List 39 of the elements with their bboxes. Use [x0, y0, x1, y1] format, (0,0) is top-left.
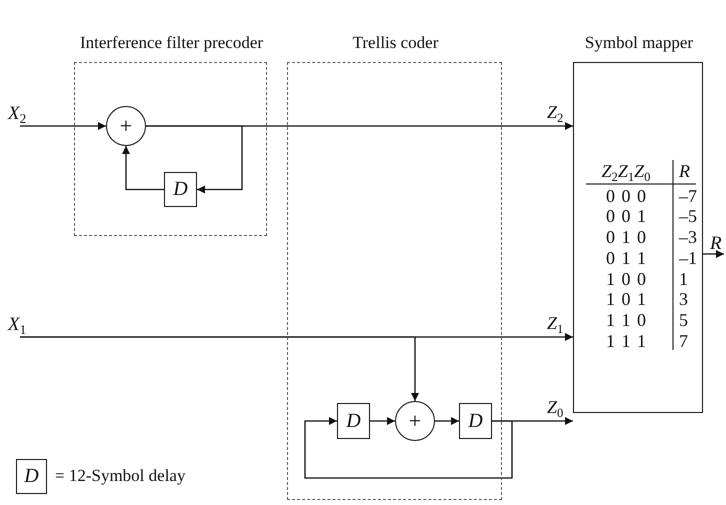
delay-box: D	[459, 403, 492, 439]
bit-pattern: 0 0 1	[605, 206, 647, 226]
adder-circle: +	[395, 401, 435, 441]
bit-pattern: 1 0 1	[605, 289, 647, 310]
block-heading: Interference filter precoder	[78, 33, 264, 53]
bit-pattern: 1 0 0	[605, 268, 647, 288]
signal-arrow	[304, 417, 513, 479]
signal-arrow	[20, 336, 419, 401]
signal-label: R	[710, 234, 726, 254]
bit-pattern: 1 1 0	[605, 310, 647, 330]
output-level: –7	[679, 186, 698, 206]
delay-box: D	[164, 172, 197, 207]
block-heading: Symbol mapper	[584, 33, 694, 53]
signal-arrow	[122, 146, 164, 190]
output-level: 7	[679, 330, 689, 351]
block-heading: Trellis coder	[352, 33, 440, 53]
output-level: 3	[679, 289, 689, 310]
delay-box: D	[16, 459, 47, 494]
adder-circle: +	[106, 106, 146, 146]
signal-label: X$_{2}$	[8, 104, 42, 126]
bit-pattern: 0 1 1	[605, 248, 647, 268]
output-level: –5	[679, 206, 698, 226]
signal-arrow	[370, 417, 395, 425]
signal-arrow	[146, 125, 243, 194]
output-level: 5	[679, 310, 689, 330]
table-header: Z$_{2}$Z$_{1}$Z$_{0}$	[600, 161, 652, 181]
table-header: R	[679, 161, 691, 181]
signal-label: X$_{1}$	[8, 315, 42, 337]
output-level: –1	[679, 248, 698, 268]
signal-arrow	[20, 122, 106, 130]
signal-arrow	[435, 417, 459, 425]
output-level: 1	[679, 268, 689, 288]
legend-text: = 12-Symbol delay	[55, 466, 186, 486]
signal-arrow	[703, 250, 724, 258]
bit-pattern: 1 1 1	[605, 330, 647, 351]
output-level: –3	[679, 227, 698, 248]
bit-pattern: 0 1 0	[605, 227, 647, 248]
delay-box: D	[337, 403, 370, 439]
bit-pattern: 0 0 0	[605, 186, 647, 206]
